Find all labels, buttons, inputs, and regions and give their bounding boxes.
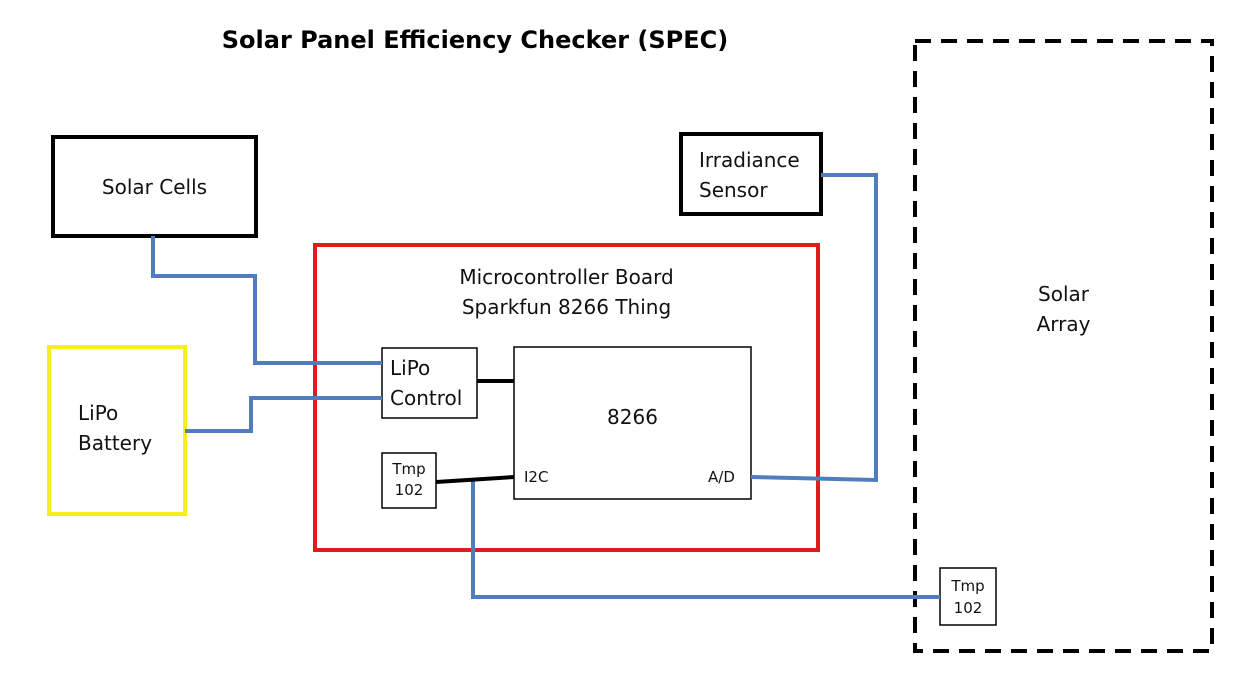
solar-array-label-line1: Solar xyxy=(1038,282,1089,306)
chip-8266-label: 8266 xyxy=(607,405,658,429)
lipo-control-label-line2: Control xyxy=(390,386,463,410)
diagram-title: Solar Panel Efficiency Checker (SPEC) xyxy=(221,26,729,54)
wire-battery-to-lipo-control xyxy=(185,396,382,433)
solar-cells-box xyxy=(51,135,258,238)
wire-irradiance-to-ad xyxy=(750,173,878,483)
lipo-control-label-line1: LiPo xyxy=(390,356,431,380)
tmp102-array-label-line1: Tmp xyxy=(951,577,985,595)
solar-cells-label: Solar Cells xyxy=(101,175,208,199)
tmp102-board-label-line2: 102 xyxy=(394,481,424,499)
irradiance-sensor-label-line2: Sensor xyxy=(699,178,768,202)
tmp102-board-box xyxy=(381,452,437,509)
solar-array-region xyxy=(913,39,1214,653)
lipo-control-box xyxy=(381,347,478,419)
tmp102-board-label-line1: Tmp xyxy=(392,460,426,478)
lipo-battery-label-line1: LiPo xyxy=(78,401,119,425)
solar-array-label-line2: Array xyxy=(1036,312,1091,336)
irradiance-sensor-box xyxy=(679,132,823,216)
chip-8266-box xyxy=(513,346,752,500)
port-ad-label: A/D xyxy=(708,468,735,486)
lipo-battery-label-line2: Battery xyxy=(78,431,153,455)
irradiance-sensor-label-line1: Irradiance xyxy=(699,148,800,172)
wire-i2c-to-array-tmp102 xyxy=(471,480,940,599)
lipo-battery-box xyxy=(47,345,187,516)
microcontroller-board-label-line2: Sparkfun 8266 Thing xyxy=(461,295,672,319)
wire-board-tmp102-to-i2c xyxy=(435,475,515,484)
microcontroller-board-label-line1: Microcontroller Board xyxy=(459,265,674,289)
port-i2c-label: I2C xyxy=(524,468,549,486)
wire-solar-cells-to-lipo-control xyxy=(151,236,382,365)
tmp102-array-label-line2: 102 xyxy=(953,599,983,617)
